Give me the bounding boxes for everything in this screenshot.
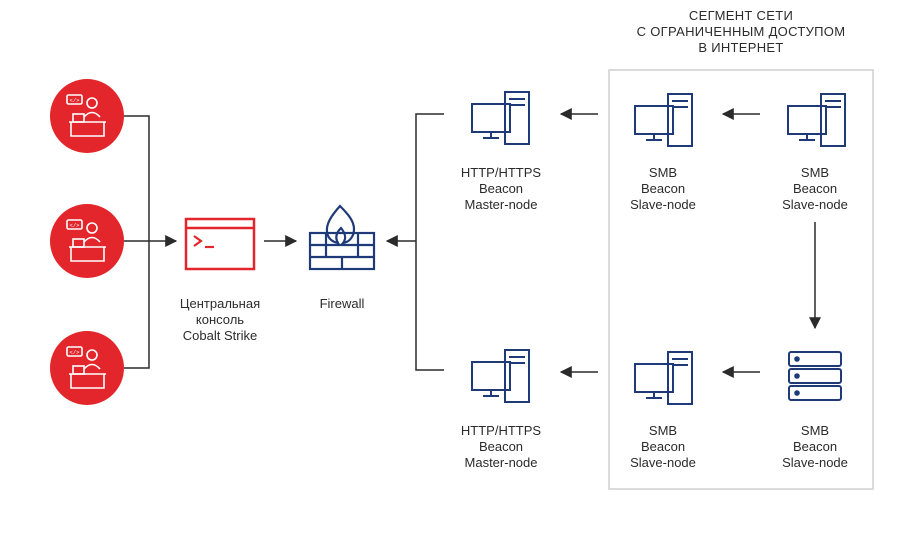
label-line: Slave-node: [782, 197, 848, 212]
label-line: Master-node: [464, 455, 538, 470]
slave-node-computer-icon: [634, 93, 693, 147]
label-line: Beacon: [792, 439, 838, 454]
restricted-segment-title: СЕГМЕНТ СЕТИ С ОГРАНИЧЕННЫМ ДОСТУПОМ В И…: [637, 8, 846, 56]
segment-title-line: СЕГМЕНТ СЕТИ: [688, 8, 794, 23]
label-line: SMB: [648, 423, 678, 438]
operators-bracket: [124, 115, 150, 369]
label-line: Beacon: [640, 439, 686, 454]
label-line: SMB: [648, 165, 678, 180]
slave-node-label: SMB Beacon Slave-node: [630, 165, 696, 213]
label-line: Slave-node: [782, 455, 848, 470]
operator-icon: </>: [50, 331, 124, 405]
master-node-computer-icon: [471, 91, 530, 145]
master-node-label: HTTP/HTTPS Beacon Master-node: [461, 165, 541, 213]
svg-text:</>: </>: [70, 222, 80, 229]
slave-node-label: SMB Beacon Slave-node: [782, 165, 848, 213]
label-line: Firewall: [319, 296, 365, 311]
label-line: консоль: [195, 312, 245, 327]
label-line: HTTP/HTTPS: [460, 165, 542, 180]
label-line: Центральная: [179, 296, 261, 311]
master-node-computer-icon: [471, 349, 530, 403]
restricted-segment-box: [608, 69, 874, 490]
segment-title-line: С ОГРАНИЧЕННЫМ ДОСТУПОМ: [636, 24, 846, 39]
firewall-label: Firewall: [320, 296, 365, 312]
label-line: Beacon: [640, 181, 686, 196]
label-line: Beacon: [478, 439, 524, 454]
masters-bracket: [415, 113, 444, 371]
label-line: HTTP/HTTPS: [460, 423, 542, 438]
master-node-label: HTTP/HTTPS Beacon Master-node: [461, 423, 541, 471]
label-line: Master-node: [464, 197, 538, 212]
segment-title-line: В ИНТЕРНЕТ: [698, 40, 784, 55]
slave-node-computer-icon: [634, 351, 693, 405]
operator-icon: </>: [50, 79, 124, 153]
label-line: Beacon: [478, 181, 524, 196]
svg-text:</>: </>: [70, 97, 80, 104]
slave-node-label: SMB Beacon Slave-node: [782, 423, 848, 471]
firewall-icon: [308, 204, 376, 271]
label-line: Cobalt Strike: [182, 328, 258, 343]
slave-node-label: SMB Beacon Slave-node: [630, 423, 696, 471]
label-line: Slave-node: [630, 455, 696, 470]
server-rack-icon: [788, 351, 842, 401]
label-line: SMB: [800, 165, 830, 180]
console-label: Центральная консоль Cobalt Strike: [180, 296, 260, 344]
console-icon: [184, 217, 256, 271]
label-line: Slave-node: [630, 197, 696, 212]
label-line: SMB: [800, 423, 830, 438]
operator-icon: </>: [50, 204, 124, 278]
svg-text:</>: </>: [70, 349, 80, 356]
slave-node-computer-icon: [787, 93, 846, 147]
label-line: Beacon: [792, 181, 838, 196]
